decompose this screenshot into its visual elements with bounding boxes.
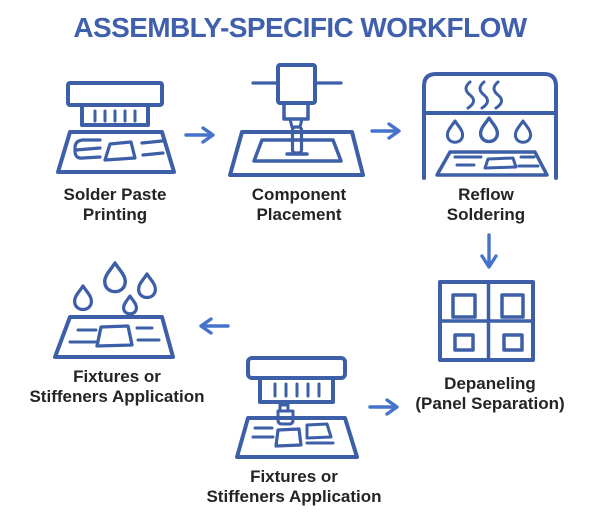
step-label-line: (Panel Separation) bbox=[415, 394, 565, 413]
step-label-line: Stiffeners Application bbox=[206, 487, 382, 506]
step-label-line: Placement bbox=[256, 205, 342, 224]
step-label-line: Component bbox=[251, 185, 347, 204]
step-label-line: Fixtures or bbox=[73, 367, 161, 386]
flow-arrow-right-icon bbox=[368, 398, 399, 416]
reflow-soldering-icon bbox=[422, 72, 558, 180]
step-label-line: Reflow bbox=[458, 185, 514, 204]
flow-arrow-down-icon bbox=[480, 233, 498, 269]
step-label-line: Fixtures or bbox=[250, 467, 338, 486]
step-label-line: Stiffeners Application bbox=[29, 387, 205, 406]
diagram-title: ASSEMBLY-SPECIFIC WORKFLOW bbox=[73, 12, 527, 43]
fixtures-stiffeners-drops-icon bbox=[53, 261, 175, 359]
step-label-line: Soldering bbox=[446, 205, 526, 224]
step-label-depaneling: Depaneling (Panel Separation) bbox=[415, 374, 564, 414]
step-label-line: Depaneling bbox=[444, 374, 536, 393]
step-label-component-placement: Component Placement bbox=[252, 185, 346, 225]
flow-arrow-right-icon bbox=[184, 126, 215, 144]
step-label-line: Printing bbox=[82, 205, 148, 224]
flow-arrow-left-icon bbox=[199, 317, 230, 335]
step-label-line: Solder Paste bbox=[63, 185, 167, 204]
depaneling-icon bbox=[438, 280, 535, 362]
step-label-reflow-soldering: Reflow Soldering bbox=[447, 185, 525, 225]
step-label-fixtures-stiffeners-bottom: Fixtures or Stiffeners Application bbox=[206, 467, 381, 507]
step-label-solder-paste-printing: Solder Paste Printing bbox=[64, 185, 167, 225]
flow-arrow-right-icon bbox=[370, 122, 401, 140]
step-label-fixtures-stiffeners-left: Fixtures or Stiffeners Application bbox=[29, 367, 204, 407]
fixtures-stiffeners-press-icon bbox=[235, 356, 359, 459]
solder-paste-printing-icon bbox=[56, 81, 176, 174]
component-placement-icon bbox=[228, 63, 365, 177]
